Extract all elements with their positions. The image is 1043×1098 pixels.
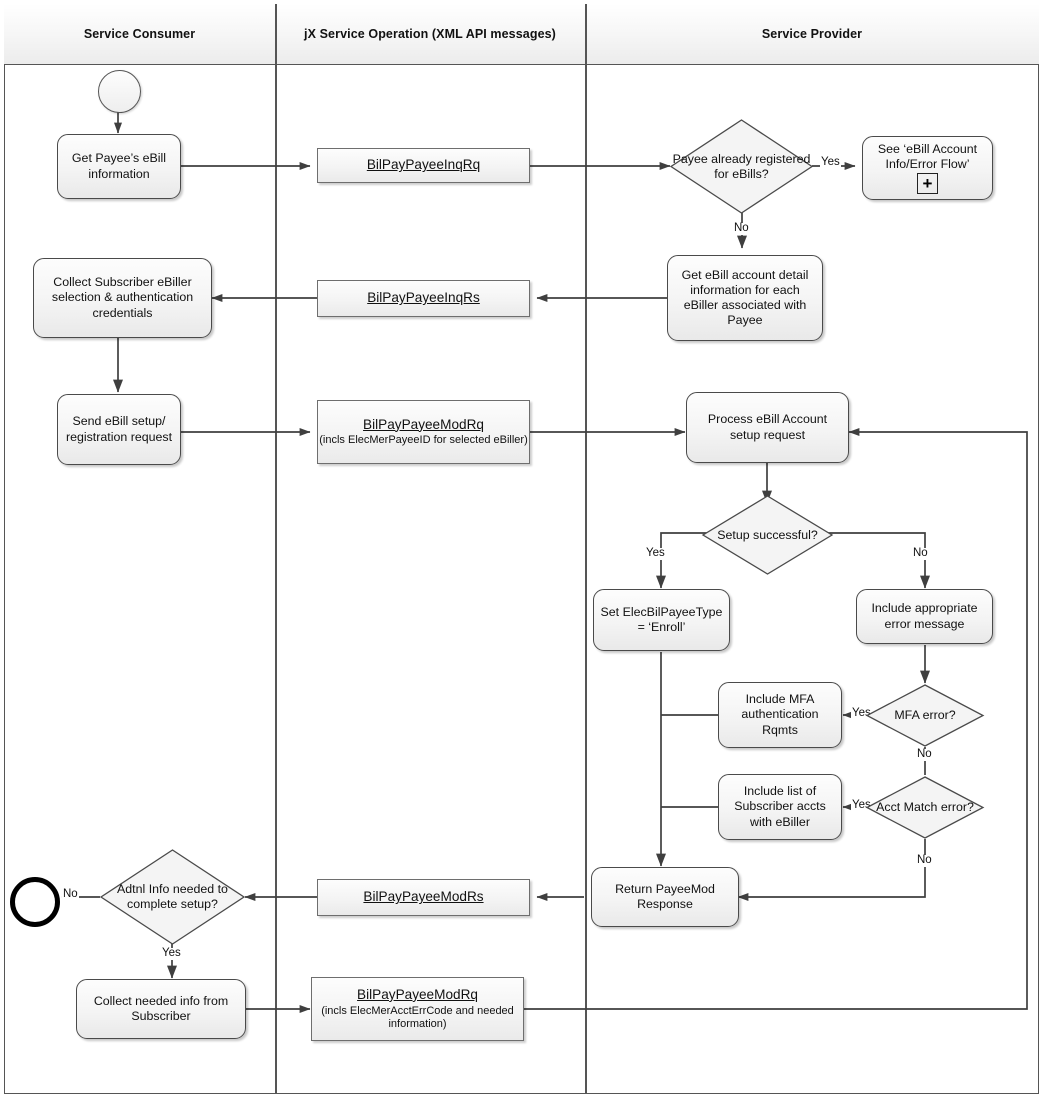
message-bilpaypayeemodrq-2[interactable]: BilPayPayeeModRq (incls ElecMerAcctErrCo… bbox=[311, 977, 524, 1041]
decision-setup-successful[interactable]: Setup successful? bbox=[701, 495, 834, 575]
edge-label-setup-yes: Yes bbox=[645, 547, 666, 560]
activity-label: Collect needed info from Subscriber bbox=[93, 993, 229, 1023]
activity-see-ebill-account-info-error-flow[interactable]: See ‘eBill Account Info/Error Flow’ + bbox=[862, 136, 993, 200]
activity-label: Collect Subscriber eBiller selection & a… bbox=[51, 275, 194, 320]
activity-get-ebill-account-detail[interactable]: Get eBill account detail information for… bbox=[667, 255, 823, 341]
decision-payee-already-registered[interactable]: Payee already registered for eBills? bbox=[669, 119, 814, 214]
activity-label: Return PayeeMod Response bbox=[615, 881, 715, 911]
activity-process-ebill-account-setup[interactable]: Process eBill Account setup request bbox=[686, 392, 849, 463]
activity-label: Include list of Subscriber accts with eB… bbox=[734, 784, 826, 829]
end-node bbox=[10, 877, 60, 927]
decision-label: Acct Match error? bbox=[876, 800, 974, 815]
decision-label: MFA error? bbox=[894, 708, 956, 723]
activity-include-list-subscriber-accts[interactable]: Include list of Subscriber accts with eB… bbox=[718, 774, 842, 840]
edge-label-mfa-no: No bbox=[916, 748, 933, 761]
lane-title-jx-service-operation: jX Service Operation (XML API messages) bbox=[304, 27, 556, 41]
lane-divider-2 bbox=[585, 4, 587, 1094]
message-bilpaypayeeinqrq[interactable]: BilPayPayeeInqRq bbox=[317, 148, 530, 183]
message-bilpaypayeemodrs[interactable]: BilPayPayeeModRs bbox=[317, 879, 530, 916]
activity-label: Include appropriate error message bbox=[871, 601, 978, 631]
decision-acct-match-error[interactable]: Acct Match error? bbox=[865, 776, 985, 839]
edge-label-payee-registered-yes: Yes bbox=[820, 156, 841, 169]
activity-send-ebill-setup-request[interactable]: Send eBill setup/ registration request bbox=[57, 394, 181, 465]
activity-collect-needed-info[interactable]: Collect needed info from Subscriber bbox=[76, 979, 246, 1039]
activity-label: See ‘eBill Account Info/Error Flow’ bbox=[877, 141, 978, 171]
decision-adtnl-info-needed[interactable]: Adtnl Info needed to complete setup? bbox=[99, 849, 246, 945]
decision-mfa-error[interactable]: MFA error? bbox=[865, 684, 985, 747]
activity-collect-subscriber-selection[interactable]: Collect Subscriber eBiller selection & a… bbox=[33, 258, 212, 338]
decision-label: Setup successful? bbox=[717, 527, 818, 542]
activity-include-mfa-authentication-rqmts[interactable]: Include MFA authentication Rqmts bbox=[718, 682, 842, 748]
activity-label: Get Payee’s eBill information bbox=[71, 151, 167, 181]
edge-label-acct-no: No bbox=[916, 854, 933, 867]
message-title: BilPayPayeeModRq bbox=[363, 416, 484, 432]
lane-header-service-provider: Service Provider bbox=[585, 4, 1039, 65]
activity-include-appropriate-error-message[interactable]: Include appropriate error message bbox=[856, 589, 993, 644]
lane-header-service-consumer: Service Consumer bbox=[4, 4, 275, 65]
activity-label: Get eBill account detail information for… bbox=[681, 267, 809, 328]
edge-label-payee-registered-no: No bbox=[733, 222, 750, 235]
edge-label-acct-yes: Yes bbox=[851, 799, 872, 812]
activity-set-elecbilpayeetype-enroll[interactable]: Set ElecBilPayeeType = ‘Enroll’ bbox=[593, 589, 730, 651]
edge-label-setup-no: No bbox=[912, 547, 929, 560]
edge-label-adtnl-yes: Yes bbox=[161, 947, 182, 960]
activity-label: Send eBill setup/ registration request bbox=[65, 414, 173, 444]
activity-label: Process eBill Account setup request bbox=[707, 412, 828, 442]
message-title: BilPayPayeeModRq bbox=[357, 986, 478, 1002]
message-bilpaypayeeinqrs[interactable]: BilPayPayeeInqRs bbox=[317, 280, 530, 317]
activity-return-payeemod-response[interactable]: Return PayeeMod Response bbox=[591, 867, 739, 927]
lane-divider-1 bbox=[275, 4, 277, 1094]
edge-label-mfa-yes: Yes bbox=[851, 707, 872, 720]
activity-get-payee-ebill-information[interactable]: Get Payee’s eBill information bbox=[57, 134, 181, 199]
lane-header-jx-service-operation: jX Service Operation (XML API messages) bbox=[275, 4, 585, 65]
activity-label: Set ElecBilPayeeType = ‘Enroll’ bbox=[600, 604, 723, 634]
decision-label: Payee already registered for eBills? bbox=[672, 151, 811, 181]
message-title: BilPayPayeeModRs bbox=[363, 889, 484, 905]
expand-plus-icon[interactable]: + bbox=[917, 173, 938, 195]
message-title: BilPayPayeeInqRs bbox=[367, 290, 480, 306]
edge-label-adtnl-no: No bbox=[62, 888, 79, 901]
decision-label: Adtnl Info needed to complete setup? bbox=[117, 882, 228, 911]
message-subtitle: (incls ElecMerPayeeID for selected eBill… bbox=[319, 434, 528, 447]
lane-title-service-provider: Service Provider bbox=[761, 27, 863, 41]
message-bilpaypayeemodrq-1[interactable]: BilPayPayeeModRq (incls ElecMerPayeeID f… bbox=[317, 400, 530, 464]
lane-title-service-consumer: Service Consumer bbox=[83, 27, 196, 41]
message-title: BilPayPayeeInqRq bbox=[366, 157, 481, 173]
message-subtitle: (incls ElecMerAcctErrCode and needed inf… bbox=[321, 1004, 514, 1030]
activity-label: Include MFA authentication Rqmts bbox=[741, 692, 819, 737]
start-node bbox=[98, 70, 141, 113]
